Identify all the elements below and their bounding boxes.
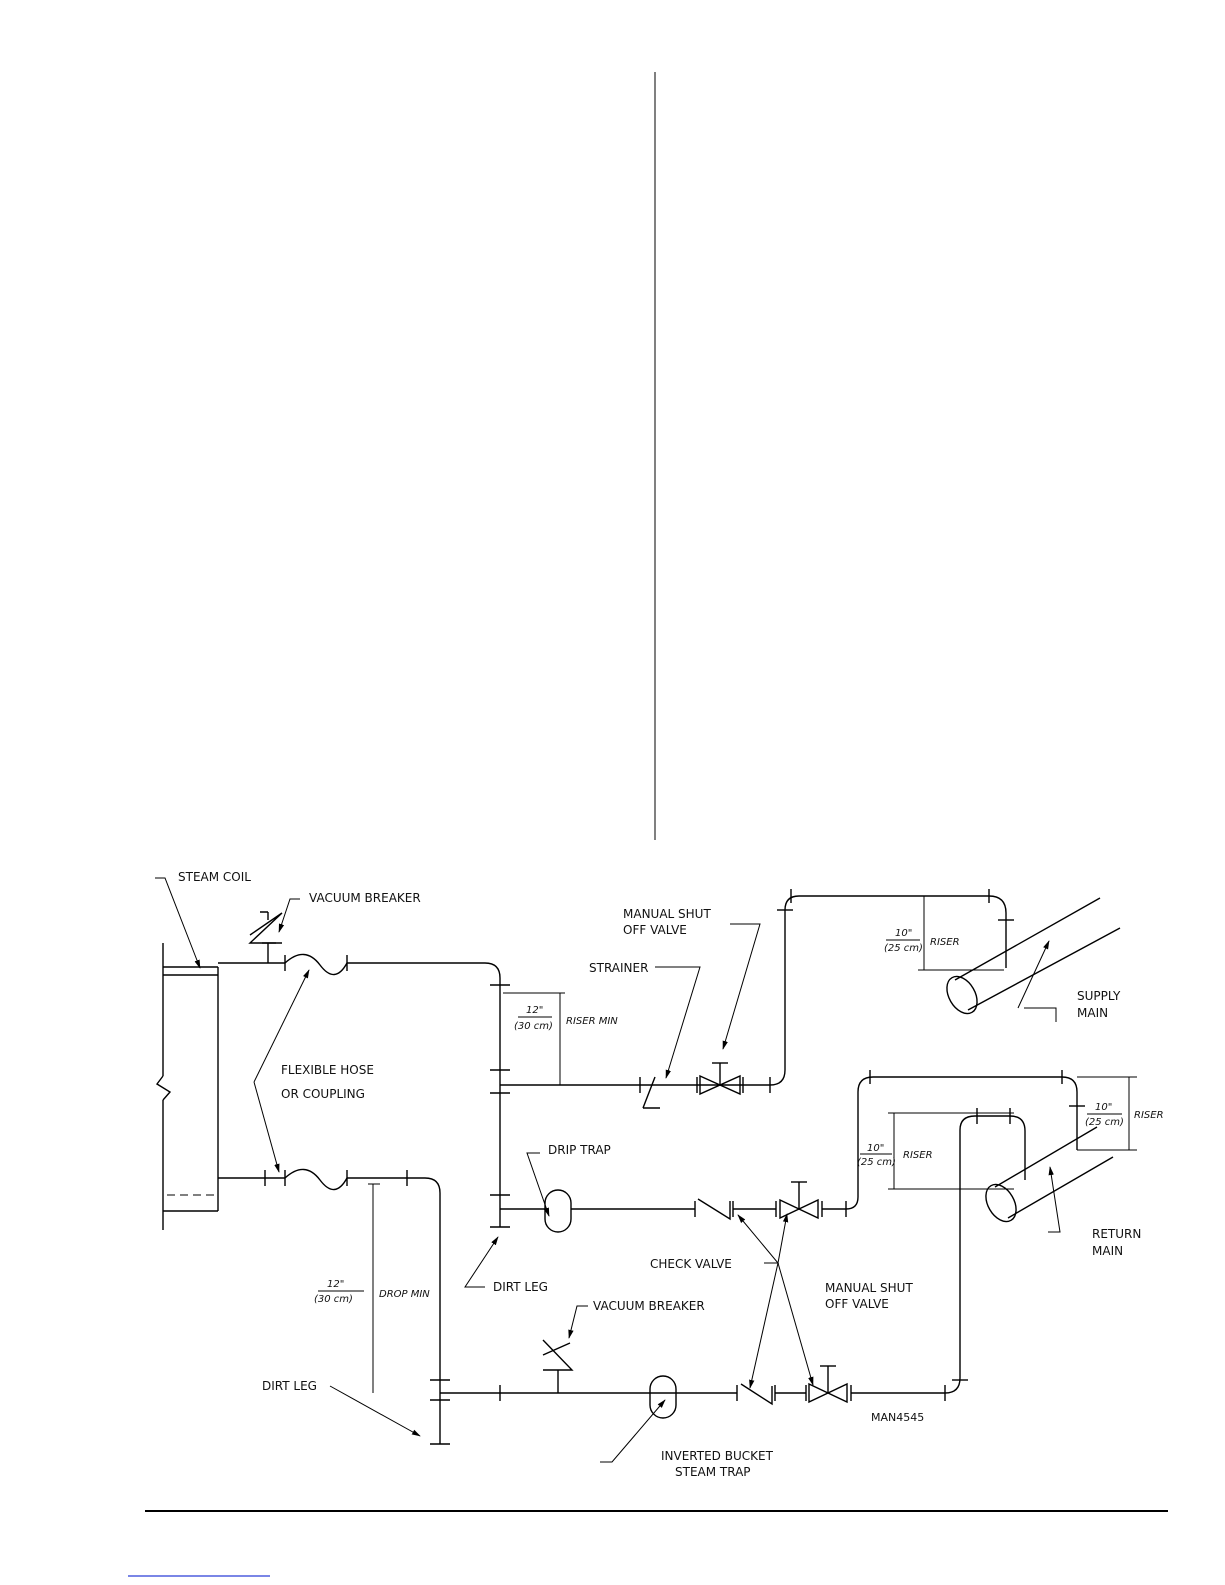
dim-supply-riser-metric: (25 cm) bbox=[884, 943, 923, 954]
label-manual-shut-top: MANUAL SHUT bbox=[623, 907, 711, 921]
label-inverted-bucket: INVERTED BUCKET bbox=[661, 1449, 774, 1463]
dim-drop-min-word: DROP MIN bbox=[379, 1289, 430, 1300]
dim-supply-riser-value: 10" bbox=[895, 928, 912, 939]
label-flexible-hose: FLEXIBLE HOSE bbox=[281, 1063, 374, 1077]
label-return-main: MAIN bbox=[1092, 1244, 1123, 1258]
label-off-valve-bottom: OFF VALVE bbox=[825, 1297, 889, 1311]
drip-piping bbox=[500, 1070, 1085, 1233]
label-manual-shut-bottom: MANUAL SHUT bbox=[825, 1281, 913, 1295]
dim-riser-min-metric: (30 cm) bbox=[514, 1021, 553, 1032]
label-check-valve: CHECK VALVE bbox=[650, 1257, 732, 1271]
label-steam-coil: STEAM COIL bbox=[178, 870, 251, 884]
dimension-return-riser-inner bbox=[860, 1112, 1014, 1190]
dim-riser-min-word: RISER MIN bbox=[566, 1016, 618, 1027]
dimension-riser-min bbox=[503, 992, 565, 1085]
dim-drop-min-value: 12" bbox=[327, 1279, 344, 1290]
dim-return-riser-inner-value: 10" bbox=[867, 1143, 884, 1154]
dimension-return-riser-outer bbox=[1077, 1076, 1137, 1151]
label-supply: SUPPLY bbox=[1077, 989, 1121, 1003]
supply-piping bbox=[218, 889, 1014, 1228]
label-vacuum-breaker-bottom: VACUUM BREAKER bbox=[593, 1299, 705, 1313]
dim-return-riser-inner-word: RISER bbox=[903, 1150, 933, 1161]
return-main-pipe bbox=[985, 1126, 1114, 1223]
dim-riser-min-value: 12" bbox=[526, 1005, 543, 1016]
label-dirt-leg-left: DIRT LEG bbox=[262, 1379, 317, 1393]
leader-lines bbox=[155, 877, 1061, 1463]
dim-return-riser-outer-word: RISER bbox=[1134, 1110, 1164, 1121]
label-vacuum-breaker-top: VACUUM BREAKER bbox=[309, 891, 421, 905]
label-off-valve-top: OFF VALVE bbox=[623, 923, 687, 937]
label-supply-main: MAIN bbox=[1077, 1006, 1108, 1020]
label-strainer: STRAINER bbox=[589, 961, 648, 975]
dimension-supply-riser bbox=[886, 896, 1004, 971]
label-steam-trap: STEAM TRAP bbox=[675, 1465, 751, 1479]
dimension-drop-min bbox=[318, 1183, 380, 1393]
dim-supply-riser-word: RISER bbox=[930, 937, 960, 948]
dim-return-riser-outer-metric: (25 cm) bbox=[1085, 1117, 1124, 1128]
dim-return-riser-outer-value: 10" bbox=[1095, 1102, 1112, 1113]
steam-coil bbox=[155, 943, 219, 1230]
supply-main-pipe bbox=[946, 897, 1121, 1015]
dim-return-riser-inner-metric: (25 cm) bbox=[857, 1157, 896, 1168]
dim-drop-min-metric: (30 cm) bbox=[314, 1294, 353, 1305]
label-dirt-leg-mid: DIRT LEG bbox=[493, 1280, 548, 1294]
coil-return-piping bbox=[218, 1108, 1026, 1445]
drawing-code: MAN4545 bbox=[871, 1411, 924, 1424]
label-return: RETURN bbox=[1092, 1227, 1141, 1241]
label-drip-trap: DRIP TRAP bbox=[548, 1143, 611, 1157]
label-or-coupling: OR COUPLING bbox=[281, 1087, 365, 1101]
